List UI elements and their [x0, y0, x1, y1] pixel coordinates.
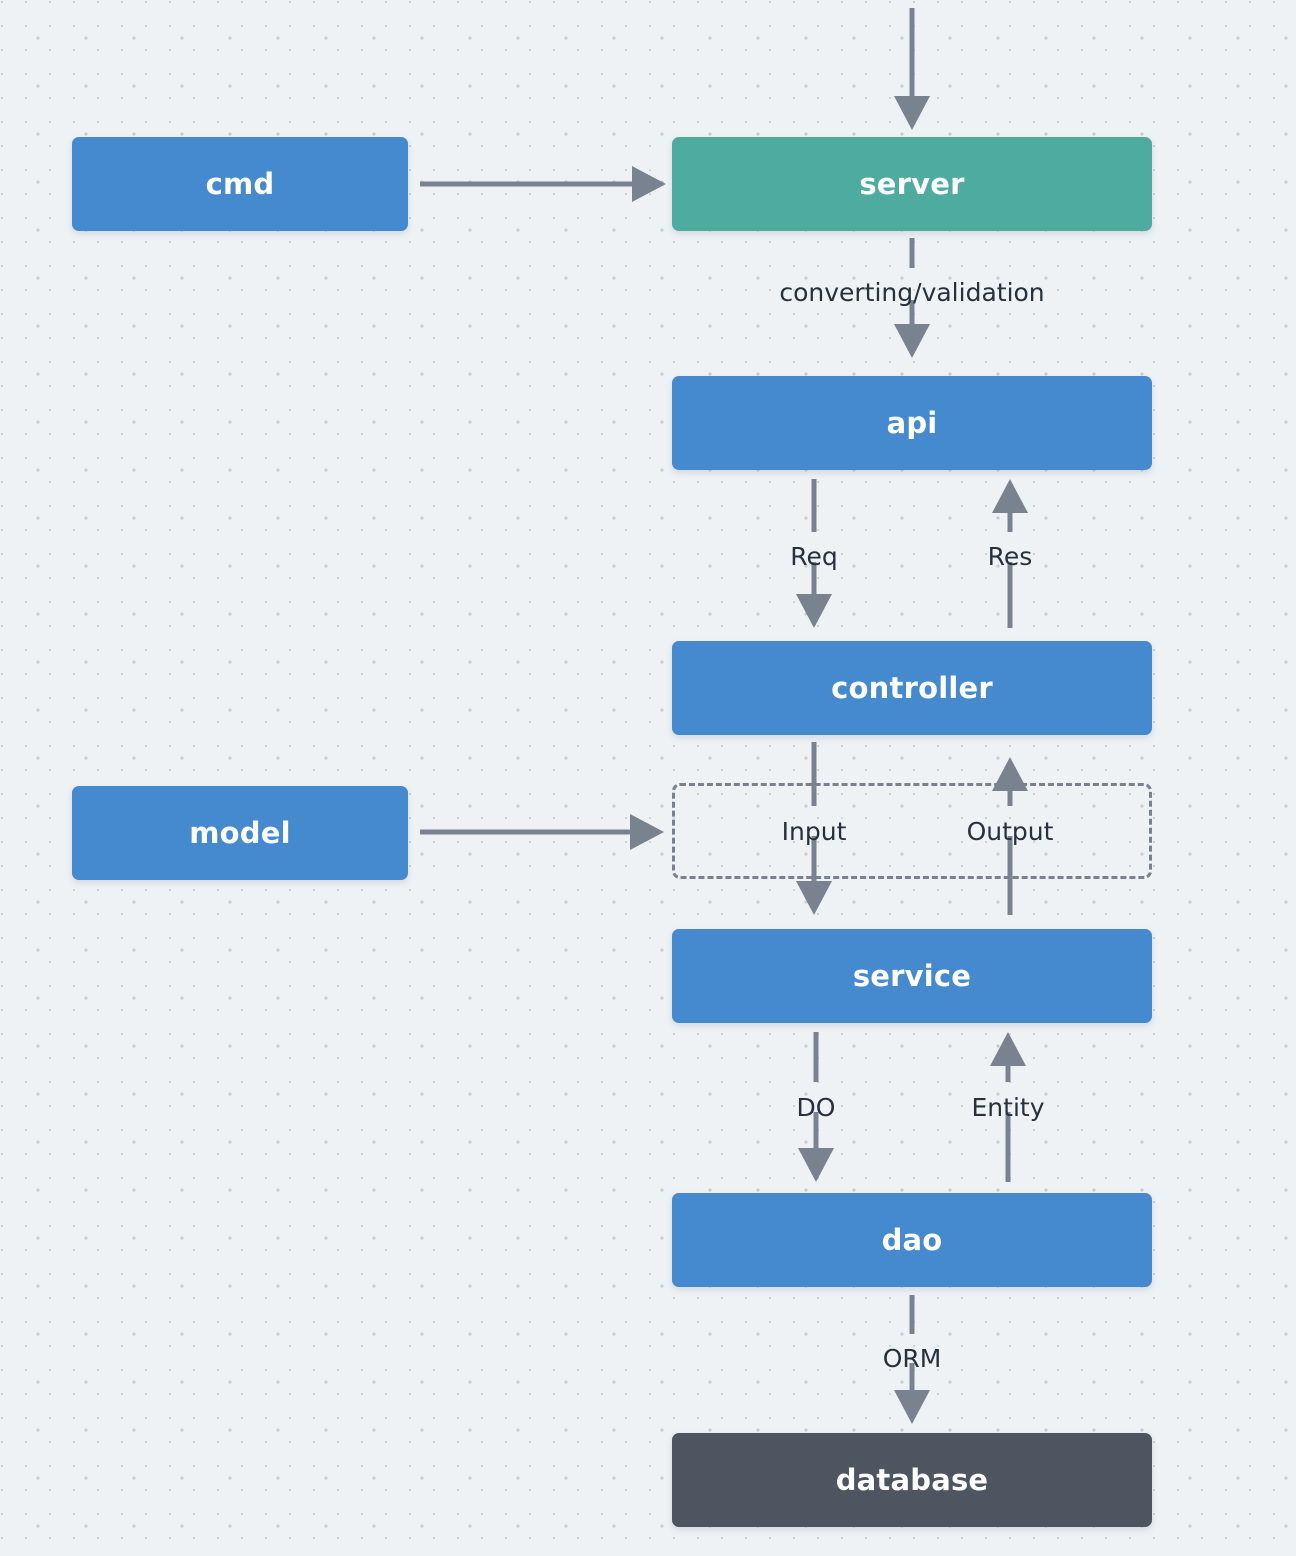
edge-cmd-to-server	[420, 166, 666, 202]
node-api-label: api	[886, 406, 938, 440]
dto-group-container	[672, 783, 1152, 879]
node-server[interactable]: server	[672, 137, 1152, 231]
edge-label-req: Req	[790, 542, 838, 571]
node-database[interactable]: database	[672, 1433, 1152, 1527]
edge-label-converting-validation: converting/validation	[779, 278, 1045, 307]
edge-external-to-server	[894, 8, 930, 130]
node-dao-label: dao	[881, 1223, 943, 1257]
node-api[interactable]: api	[672, 376, 1152, 470]
edge-label-res: Res	[987, 542, 1033, 571]
edge-model-to-dto	[420, 814, 664, 850]
edge-label-input: Input	[781, 817, 847, 846]
node-cmd-label: cmd	[205, 167, 275, 201]
node-model-label: model	[189, 816, 291, 850]
edge-label-entity: Entity	[971, 1093, 1045, 1122]
node-service[interactable]: service	[672, 929, 1152, 1023]
node-controller-label: controller	[831, 671, 993, 705]
edge-label-do: DO	[796, 1093, 836, 1122]
node-controller[interactable]: controller	[672, 641, 1152, 735]
edge-label-orm: ORM	[882, 1344, 942, 1373]
node-cmd[interactable]: cmd	[72, 137, 408, 231]
node-service-label: service	[852, 959, 972, 993]
edge-label-output: Output	[966, 817, 1054, 846]
node-server-label: server	[859, 167, 965, 201]
node-model[interactable]: model	[72, 786, 408, 880]
node-dao[interactable]: dao	[672, 1193, 1152, 1287]
node-database-label: database	[835, 1463, 989, 1497]
